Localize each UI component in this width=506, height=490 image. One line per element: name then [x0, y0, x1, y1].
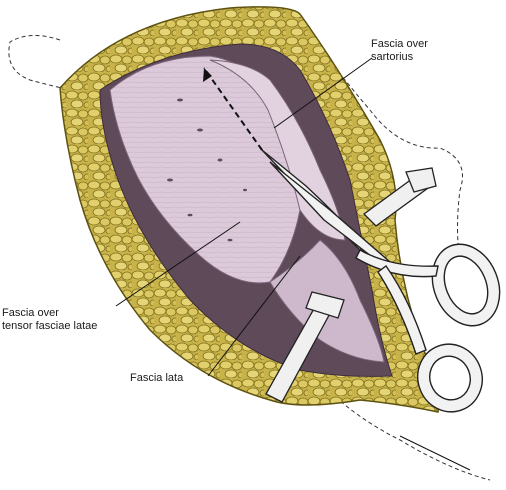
retractor-lower-icon — [265, 291, 345, 403]
fascia-spots — [167, 98, 247, 242]
fascia-tensor-fasciae-latae — [109, 55, 301, 284]
label-fascia-lata: Fascia lata — [130, 372, 184, 384]
retractor-icon — [363, 167, 437, 227]
leader-lines — [115, 57, 471, 471]
scissors-icon — [261, 149, 501, 413]
label-fascia-tensor: Fascia over tensor fasciae latae — [2, 307, 98, 332]
incision-line-arrow — [203, 67, 263, 151]
arrow-head-icon — [203, 68, 212, 82]
label-fascia-sartorius: Fascia over sartorius — [371, 38, 428, 63]
